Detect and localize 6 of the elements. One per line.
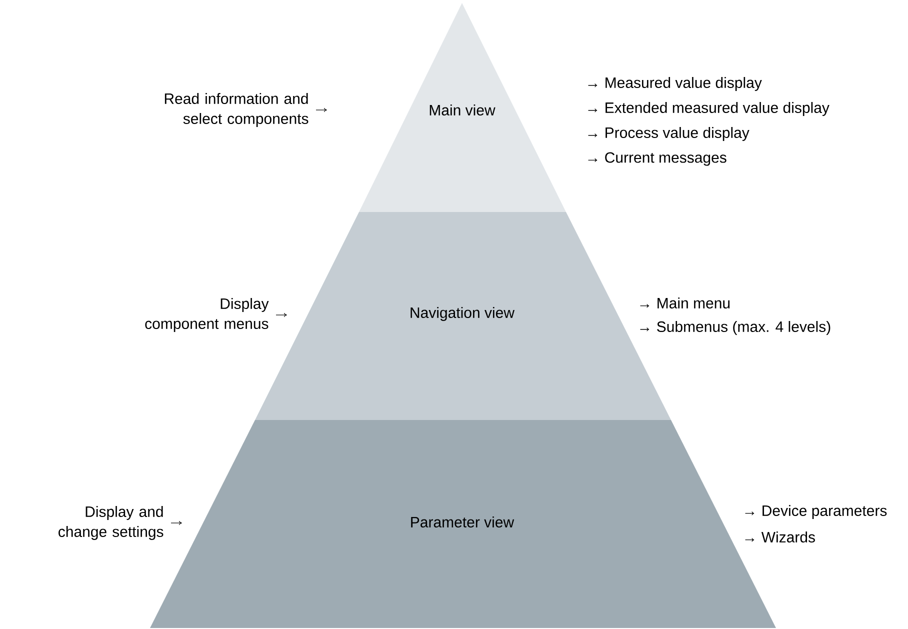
list-item: → Current messages [588, 152, 726, 166]
list-item: → Extended measured value display [588, 102, 830, 116]
list-item: → Measured value display [588, 77, 762, 91]
side-note: Read information and select components [164, 93, 308, 127]
list-item: → Process value display [588, 127, 750, 141]
pyramid-band: Main view [359, 3, 566, 212]
